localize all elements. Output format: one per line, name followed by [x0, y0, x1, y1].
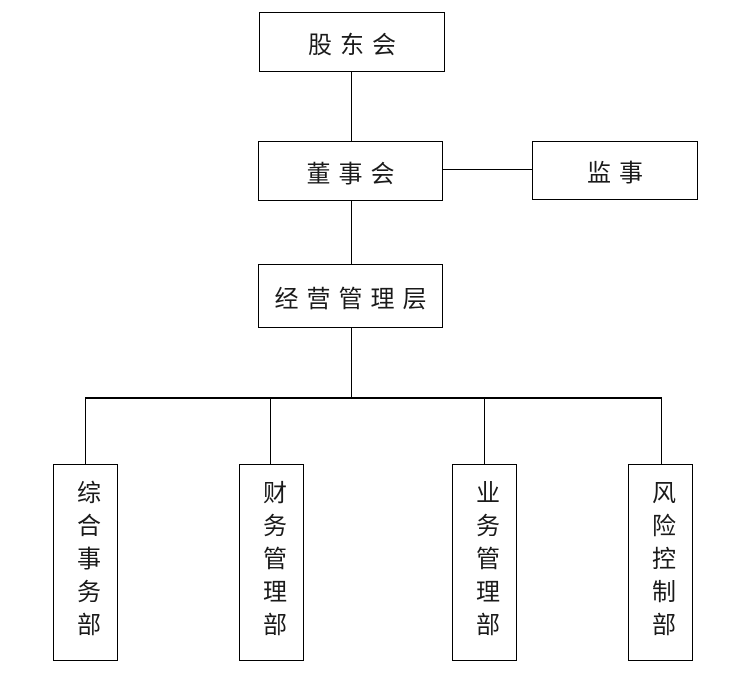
- node-shareholders-label: 股东会: [308, 32, 404, 59]
- connector-board-management: [351, 200, 352, 264]
- node-shareholders: 股东会: [259, 12, 445, 72]
- node-supervisor: 监事: [532, 141, 698, 200]
- connector-drop-general-affairs: [85, 398, 86, 464]
- node-dept-risk-control-label: 风险控制部: [647, 480, 674, 645]
- connector-shareholders-board: [351, 72, 352, 141]
- connector-drop-business: [484, 398, 485, 464]
- node-management-label: 经营管理层: [274, 286, 435, 313]
- node-dept-finance: 财务管理部: [239, 464, 304, 661]
- connector-drop-risk-control: [661, 398, 662, 464]
- node-dept-general-affairs-label: 综合事务部: [72, 480, 99, 645]
- node-dept-business: 业务管理部: [452, 464, 517, 661]
- node-management: 经营管理层: [258, 264, 443, 328]
- node-dept-finance-label: 财务管理部: [258, 480, 285, 645]
- node-board: 董事会: [258, 141, 443, 201]
- node-dept-general-affairs: 综合事务部: [53, 464, 118, 661]
- node-board-label: 董事会: [306, 161, 403, 188]
- connector-branch-rail: [85, 397, 662, 399]
- node-dept-risk-control: 风险控制部: [628, 464, 693, 661]
- connector-board-supervisor: [443, 169, 532, 170]
- connector-drop-finance: [270, 398, 271, 464]
- node-supervisor-label: 监事: [587, 161, 651, 187]
- node-dept-business-label: 业务管理部: [471, 480, 498, 645]
- connector-management-stem: [351, 328, 352, 398]
